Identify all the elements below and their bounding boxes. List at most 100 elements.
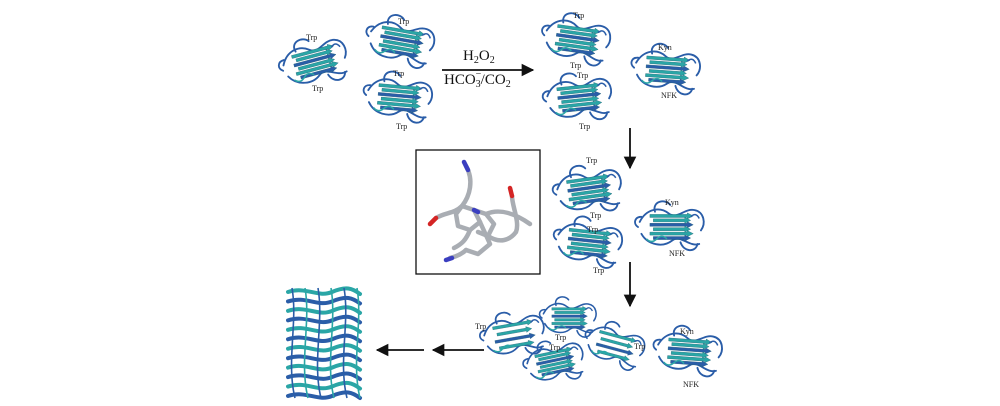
beta-strand (496, 326, 533, 337)
coil-loop (618, 360, 635, 371)
coil-loop (365, 25, 375, 38)
coil-loop (536, 340, 552, 353)
fibril-strand (286, 305, 362, 315)
coil-loop (483, 314, 545, 337)
coil-loop (657, 332, 723, 359)
beta-strand (600, 337, 634, 349)
coil-loop (590, 349, 610, 356)
beta-strand (566, 245, 611, 255)
fibril-coil (329, 287, 335, 399)
beta-strand (569, 250, 608, 259)
protein-structure (522, 340, 584, 381)
coil-loop (406, 57, 426, 69)
coil-loop (370, 21, 436, 52)
protein-structure (630, 42, 701, 96)
coil-loop (277, 59, 285, 72)
beta-strand (567, 236, 612, 246)
coil-loop (367, 78, 433, 105)
beta-strand (378, 83, 423, 92)
protein-structure (541, 72, 612, 121)
beta-strand (557, 24, 601, 35)
coil-loop (588, 326, 646, 357)
beta-strand (649, 212, 694, 220)
beta-strand (291, 44, 335, 59)
coil-loop (545, 19, 612, 49)
coil-loop (596, 82, 607, 88)
beta-strand (554, 41, 599, 52)
coil-loop (606, 173, 617, 179)
coil-loop (584, 329, 594, 340)
coil-loop (604, 320, 621, 330)
coil-loop (327, 70, 346, 81)
coil-loop (541, 24, 551, 37)
beta-strand (541, 366, 575, 377)
beta-strand (494, 332, 536, 344)
coil-loop (294, 72, 315, 83)
beta-strand (645, 64, 690, 73)
coil-loop (552, 228, 562, 241)
coil-loop (635, 50, 701, 77)
coil-loop (573, 215, 592, 227)
beta-strand (645, 73, 690, 81)
beta-strand (667, 346, 712, 355)
trp-label: Trp (312, 84, 324, 93)
beta-strand (551, 306, 588, 312)
coil-loop (538, 308, 546, 319)
beta-strand (567, 182, 612, 193)
coil-loop (674, 84, 694, 96)
coil-loop (372, 105, 395, 112)
beta-strand (558, 99, 603, 109)
coil-loop (569, 164, 587, 179)
beta-strand (295, 61, 339, 76)
fibril-coil (290, 287, 296, 399)
trp-label: Trp (396, 122, 408, 131)
coil-loop (565, 199, 588, 208)
trp-label: Trp (398, 17, 410, 26)
coil-loop (550, 47, 572, 53)
beta-strand (377, 92, 422, 101)
beta-strand (380, 34, 424, 46)
beta-strand (653, 225, 692, 233)
beta-strand (536, 354, 575, 366)
nitrogen-atom (471, 207, 481, 215)
coil-loop (652, 338, 662, 351)
kyn-label: Kyn (665, 198, 679, 207)
nitrogen-atom (461, 159, 471, 173)
fibril-strand (286, 362, 362, 372)
beta-strand (551, 320, 588, 327)
fibril-strand (286, 333, 362, 344)
coil-loop (663, 359, 685, 366)
coil-loop (374, 48, 396, 54)
coil-loop (383, 70, 402, 83)
coil-loop (542, 302, 597, 322)
trp-label: Trp (579, 122, 591, 131)
coil-loop (562, 12, 581, 24)
trp-label: Trp (306, 33, 318, 42)
fibril-strand (286, 286, 362, 296)
trp-label: Trp (573, 11, 585, 20)
coil-loop (584, 307, 593, 312)
coil-loop (595, 258, 615, 269)
beta-strand (568, 227, 613, 237)
coil-loop (583, 55, 602, 67)
stick-bond (463, 219, 493, 257)
beta-strand (667, 355, 712, 363)
stick-bond (483, 209, 533, 227)
coil-loop (630, 56, 640, 69)
nfk-label: NFK (669, 249, 686, 258)
fibril-strand (286, 371, 362, 382)
coil-loop (548, 325, 567, 331)
coil-loop (589, 111, 609, 121)
coil-loop (597, 30, 607, 36)
trp-label: Trp (570, 61, 582, 70)
coil-loop (541, 90, 550, 103)
coil-loop (530, 319, 540, 324)
coil-loop (419, 86, 429, 93)
beta-strand (649, 221, 694, 229)
beta-strand (557, 46, 596, 56)
fibril-coil (303, 287, 309, 399)
coil-loop (686, 58, 697, 64)
coil-loop (638, 208, 705, 232)
protein-structure (551, 164, 622, 212)
